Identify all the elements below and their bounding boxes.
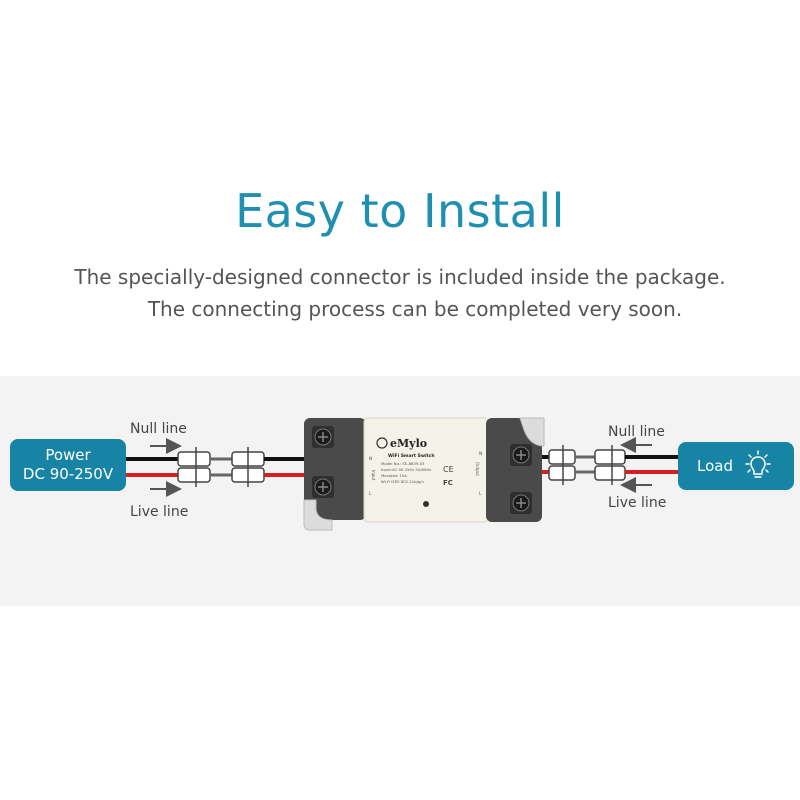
subtitle-line-2: The connecting process can be completed … xyxy=(147,297,683,321)
device-reset-button xyxy=(423,501,429,507)
device-max-load: Maxload: 10A xyxy=(381,473,407,478)
load-label: Load xyxy=(697,457,733,475)
subtitle-line-1: The specially-designed connector is incl… xyxy=(74,265,726,289)
device-wifi-spec: Wi-Fi IEEE 802.11b/g/n xyxy=(381,479,424,484)
live-line-label-right: Live line xyxy=(608,495,667,511)
device-mark-n-right: N xyxy=(479,451,482,457)
device-input-rating: Input:AC 90-250v 50/60Hz xyxy=(381,467,431,472)
device-input-side: Input xyxy=(371,470,376,481)
power-label-line2: DC 90-250V xyxy=(22,465,114,483)
power-source-label: Power DC 90-250V xyxy=(10,439,126,491)
device-mark-l-left: L xyxy=(369,491,372,497)
device-ce-mark: CE xyxy=(443,465,454,474)
device-fc-mark: FC xyxy=(443,479,453,487)
light-bulb-icon xyxy=(745,450,771,478)
power-label-line1: Power xyxy=(45,446,91,464)
wiring-diagram: eMylo WiFi Smart Switch Model No.: SS-88… xyxy=(126,417,678,531)
device-mark-n-left: N xyxy=(369,456,372,462)
right-connector xyxy=(548,445,626,485)
live-line-label-left: Live line xyxy=(130,504,189,520)
device-body: eMylo WiFi Smart Switch Model No.: SS-88… xyxy=(363,417,489,523)
device-brand: eMylo xyxy=(390,437,427,450)
device-mark-l-right: L xyxy=(479,491,482,497)
device-model: Model No.: SS-8839-03 xyxy=(381,461,425,466)
device-product-line: WiFi Smart Switch xyxy=(388,453,435,459)
left-connector xyxy=(177,447,265,487)
device-right-terminal-block xyxy=(486,417,545,522)
null-line-label-left: Null line xyxy=(130,421,187,437)
page-title: Easy to Install xyxy=(235,184,565,238)
null-line-label-right: Null line xyxy=(608,424,665,440)
device-left-terminal-block xyxy=(303,418,366,531)
device-output-side: Output xyxy=(475,462,480,476)
load-label-box: Load xyxy=(678,442,794,490)
